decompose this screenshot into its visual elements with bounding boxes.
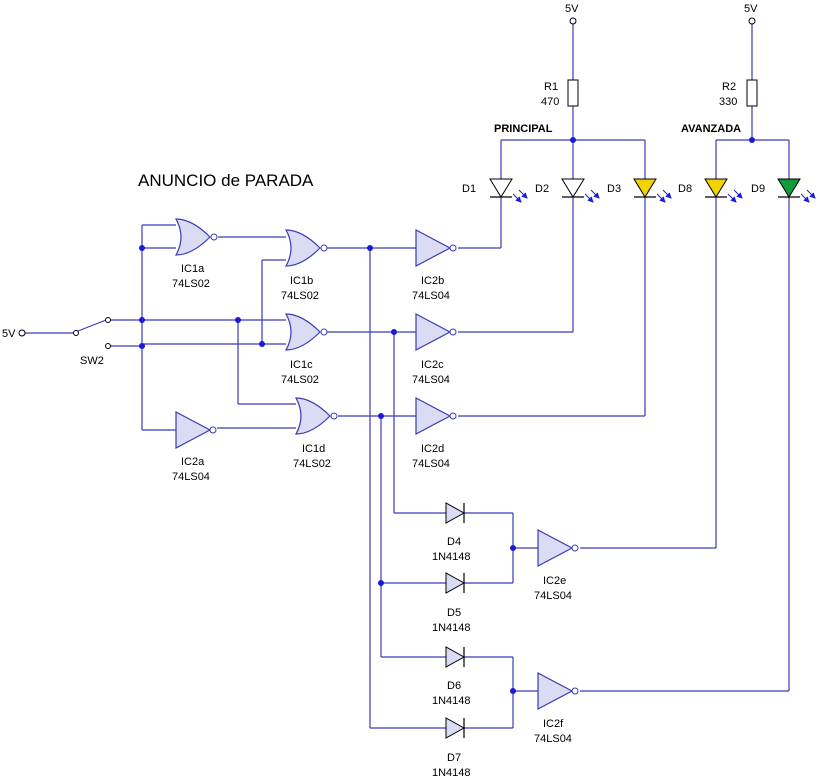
supply-left: 5V bbox=[2, 328, 26, 340]
inverter-ic2c bbox=[415, 313, 457, 351]
nor-gate-ic1b bbox=[284, 229, 328, 267]
ic2a-ref: IC2a bbox=[181, 456, 205, 468]
d4-part: 1N4148 bbox=[432, 551, 471, 563]
led-d9-label: D9 bbox=[751, 183, 765, 195]
ic1d-ref: IC1d bbox=[302, 443, 325, 455]
diode-d6 bbox=[445, 646, 466, 668]
ic2e-ref: IC2e bbox=[543, 575, 566, 587]
d5-part: 1N4148 bbox=[432, 622, 471, 634]
switch-label: SW2 bbox=[80, 355, 104, 367]
supply-left-label: 5V bbox=[2, 328, 16, 340]
ic2b-part: 74LS04 bbox=[412, 290, 450, 302]
junctions bbox=[139, 137, 755, 694]
led-d2-label: D2 bbox=[535, 183, 549, 195]
r2-ref: R2 bbox=[722, 81, 736, 93]
ic2f-ref: IC2f bbox=[543, 718, 564, 730]
led-d9 bbox=[777, 178, 816, 203]
ic1d-part: 74LS02 bbox=[293, 458, 331, 470]
r1-value: 470 bbox=[541, 96, 559, 108]
supply-r1-label: 5V bbox=[565, 3, 579, 15]
resistor-r1: R1 470 bbox=[541, 79, 579, 108]
d5-ref: D5 bbox=[447, 607, 461, 619]
ic1a-part: 74LS02 bbox=[172, 278, 210, 290]
ic1b-ref: IC1b bbox=[290, 275, 313, 287]
schematic-title: ANUNCIO de PARADA bbox=[138, 171, 314, 190]
led-d1-label: D1 bbox=[462, 183, 476, 195]
led-d9-body bbox=[777, 178, 801, 198]
diode-d4 bbox=[445, 502, 466, 524]
led-d2 bbox=[561, 178, 600, 203]
nor-gate-ic1c bbox=[284, 313, 328, 351]
led-d3-body bbox=[633, 178, 657, 198]
ic2f-part: 74LS04 bbox=[534, 733, 572, 745]
supply-r2-label: 5V bbox=[744, 3, 758, 15]
ic1c-part: 74LS02 bbox=[281, 374, 319, 386]
ic2e-part: 74LS04 bbox=[534, 590, 572, 602]
group-principal-label: PRINCIPAL bbox=[494, 123, 553, 135]
led-d3-label: D3 bbox=[607, 183, 621, 195]
d6-part: 1N4148 bbox=[432, 695, 471, 707]
led-d8-body bbox=[704, 178, 728, 198]
wires bbox=[25, 24, 790, 729]
led-d3 bbox=[633, 178, 672, 203]
led-d8 bbox=[704, 178, 743, 203]
nor-gate-ic1d bbox=[294, 397, 338, 435]
ic1a-ref: IC1a bbox=[181, 263, 205, 275]
supply-r1: 5V bbox=[565, 3, 579, 25]
ic2a-part: 74LS04 bbox=[172, 471, 210, 483]
ic1b-part: 74LS02 bbox=[281, 290, 319, 302]
nor-gate-ic1a bbox=[174, 218, 218, 256]
supply-r2: 5V bbox=[744, 3, 758, 25]
inverter-ic2f bbox=[537, 672, 579, 710]
r1-ref: R1 bbox=[544, 81, 558, 93]
d4-ref: D4 bbox=[447, 536, 461, 548]
led-d1 bbox=[489, 178, 528, 203]
diode-d5 bbox=[445, 572, 466, 594]
led-d8-label: D8 bbox=[678, 183, 692, 195]
inverter-ic2d bbox=[415, 397, 457, 435]
ic2c-ref: IC2c bbox=[421, 359, 444, 371]
d7-ref: D7 bbox=[447, 752, 461, 764]
d6-ref: D6 bbox=[447, 680, 461, 692]
ic1c-ref: IC1c bbox=[290, 359, 313, 371]
inverter-ic2e bbox=[537, 529, 579, 567]
d7-part: 1N4148 bbox=[432, 767, 471, 779]
r2-value: 330 bbox=[719, 96, 737, 108]
led-d1-body bbox=[489, 178, 513, 198]
switch-sw2: SW2 bbox=[73, 317, 111, 367]
diode-d7 bbox=[445, 717, 466, 739]
resistor-r2: R2 330 bbox=[719, 79, 758, 108]
led-d2-body bbox=[561, 178, 585, 198]
ic2d-ref: IC2d bbox=[421, 443, 444, 455]
inverter-ic2a bbox=[175, 411, 217, 449]
inverter-ic2b bbox=[415, 229, 457, 267]
ic2d-part: 74LS04 bbox=[412, 458, 450, 470]
ic2b-ref: IC2b bbox=[421, 275, 444, 287]
ic2c-part: 74LS04 bbox=[412, 374, 450, 386]
group-avanzada-label: AVANZADA bbox=[681, 123, 741, 135]
